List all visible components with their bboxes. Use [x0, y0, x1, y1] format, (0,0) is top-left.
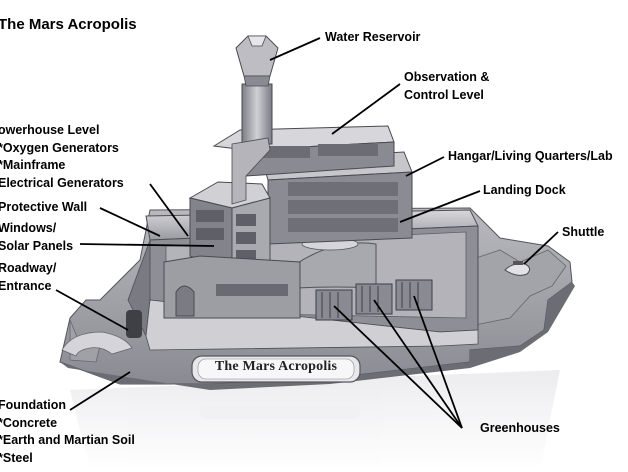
label-water-reservoir: Water Reservoir: [325, 30, 421, 44]
label-windows: Windows/ Solar Panels: [0, 220, 73, 255]
landing-dock-model: [295, 237, 377, 289]
leader-greenhouse-1: [333, 305, 463, 429]
leader-hangar: [405, 156, 445, 177]
diagram-title: The Mars Acropolis: [0, 16, 137, 33]
floor-reflection: [70, 370, 560, 470]
leader-shuttle: [523, 231, 559, 265]
leader-greenhouse-2: [373, 299, 463, 429]
label-hangar: Hangar/Living Quarters/Lab: [448, 149, 613, 163]
leader-roadway: [55, 289, 129, 331]
leader-greenhouse-3: [413, 295, 463, 429]
leader-protective-wall: [99, 207, 161, 237]
label-greenhouses: Greenhouses: [480, 421, 560, 435]
label-protective-wall: Protective Wall: [0, 200, 88, 214]
label-windows-line-2: Solar Panels: [0, 238, 74, 253]
plaque-text: The Mars Acropolis: [214, 359, 338, 374]
label-landing-dock: Landing Dock: [483, 183, 566, 197]
leader-water-reservoir: [269, 37, 321, 61]
label-powerhouse: owerhouse Level *Oxygen Generators *Main…: [0, 122, 124, 192]
label-foundation-line-1: Foundation: [0, 398, 67, 412]
label-roadway: Roadway/ Entrance: [0, 260, 56, 295]
label-windows-line-1: Windows/: [0, 221, 57, 235]
plaque: [191, 355, 361, 383]
entrance-arch: [175, 285, 195, 317]
powerhouse-block: [188, 137, 271, 273]
lower-front-structure: [163, 255, 301, 319]
label-powerhouse-line-2: *Oxygen Generators: [0, 140, 119, 155]
greenhouses-model: [315, 279, 433, 321]
label-shuttle: Shuttle: [562, 225, 605, 239]
leader-lines: [55, 37, 559, 429]
label-foundation-line-2: *Concrete: [0, 415, 58, 430]
label-foundation-line-4: *Steel: [0, 450, 33, 465]
leader-landing-dock: [399, 190, 481, 223]
leader-foundation: [69, 371, 131, 411]
label-roadway-line-1: Roadway/: [0, 261, 57, 275]
label-powerhouse-line-1: owerhouse Level: [0, 123, 100, 137]
label-observation: Observation & Control Level: [404, 69, 489, 104]
label-foundation-line-3: *Earth and Martian Soil: [0, 433, 135, 447]
leader-windows: [79, 243, 215, 247]
label-roadway-line-2: Entrance: [0, 278, 52, 293]
leader-powerhouse: [149, 183, 189, 237]
leader-observation: [331, 83, 401, 135]
label-observation-line-2: Control Level: [404, 87, 484, 102]
label-foundation: Foundation *Concrete *Earth and Martian …: [0, 397, 135, 467]
label-powerhouse-line-4: Electrical Generators: [0, 175, 124, 190]
water-reservoir-tower: [235, 35, 279, 145]
label-observation-line-1: Observation &: [404, 70, 490, 84]
label-powerhouse-line-3: *Mainframe: [0, 158, 66, 172]
